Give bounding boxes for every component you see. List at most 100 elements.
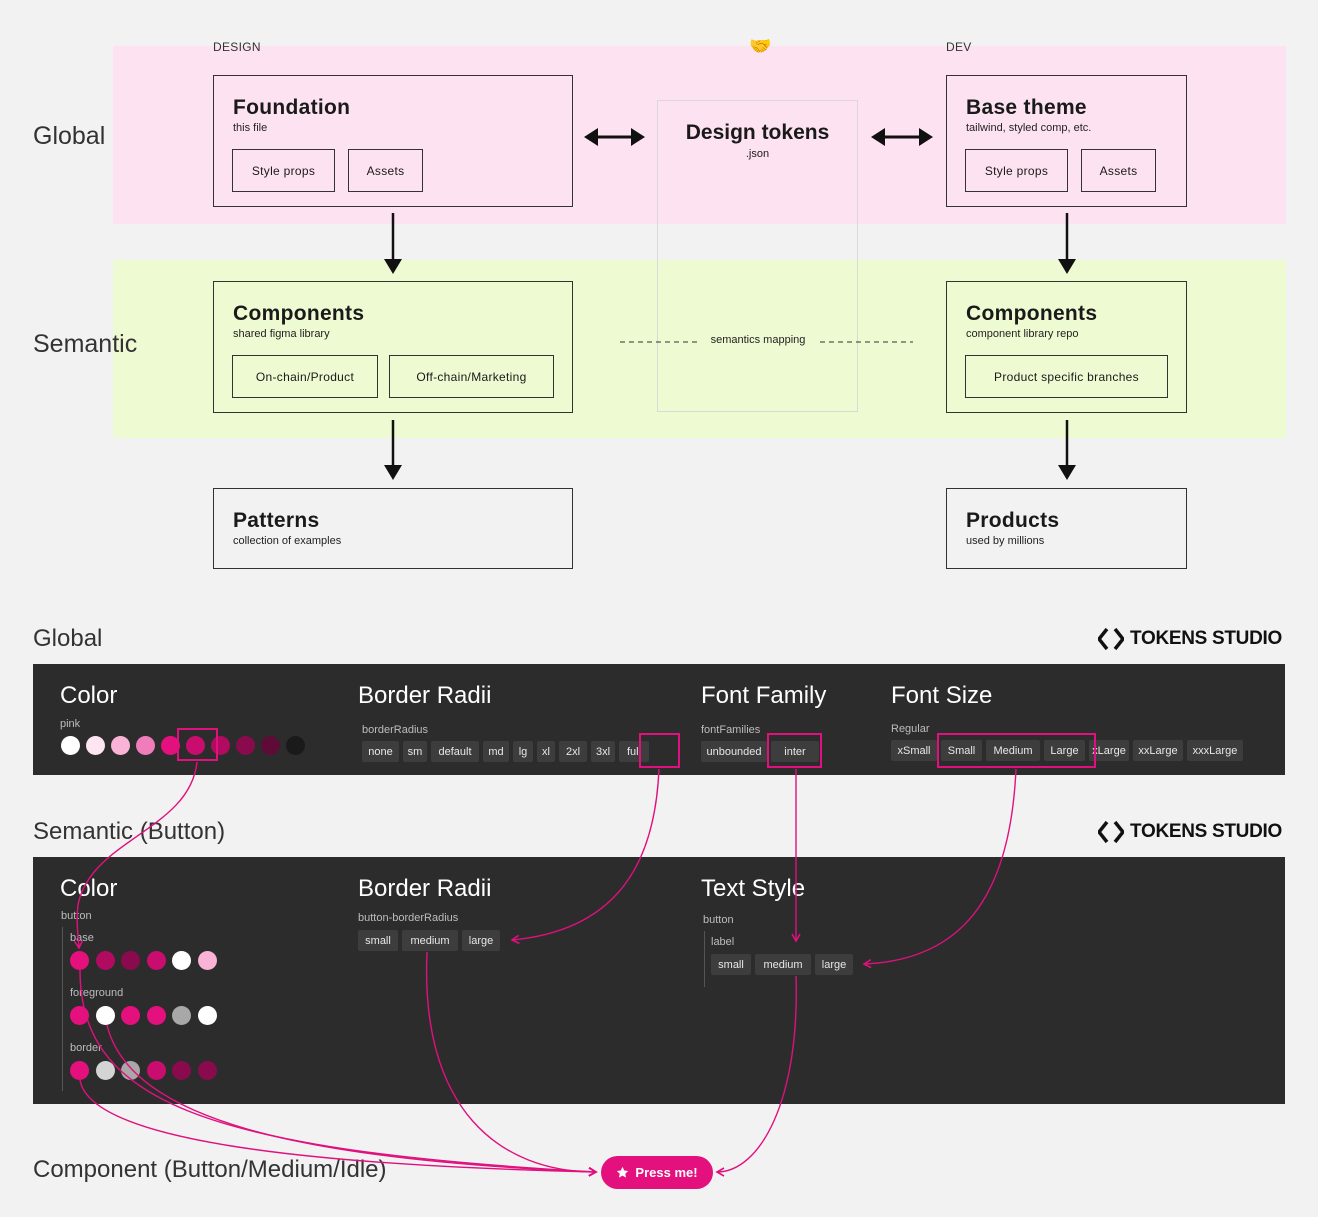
handshake-icon: 🤝 [749, 36, 772, 56]
press-me-label: Press me! [635, 1165, 698, 1180]
semantic-radius-token: small [358, 930, 398, 951]
global-color-swatch [186, 736, 205, 755]
global-font-family-title: Font Family [701, 682, 827, 709]
components-to-products-arrow [1058, 420, 1076, 480]
semantic-border-swatch [197, 1061, 217, 1080]
global-radius-token: full [619, 741, 649, 762]
global-font-size-title: Font Size [891, 682, 993, 709]
foundation-box: Foundation this file Style props Assets [213, 75, 573, 207]
global-radius-token: md [483, 741, 509, 762]
foundation-title: Foundation [233, 96, 351, 119]
semantic-border-swatch [95, 1061, 115, 1080]
semantic-text-style-token: small [711, 954, 751, 975]
semantic-radius-token: medium [402, 930, 458, 951]
semantic-base-swatch [95, 951, 115, 970]
semantic-text-style-token: medium [755, 954, 811, 975]
row-label-semantic: Semantic [33, 330, 138, 358]
semantic-base-swatch [197, 951, 217, 970]
global-color-swatch [211, 736, 230, 755]
global-font-size-token: xLarge [1089, 740, 1129, 761]
global-font-size-token: xxxLarge [1187, 740, 1243, 761]
global-font-size-group: Regular [891, 723, 930, 735]
semantic-text-style-group: button [703, 914, 734, 926]
semantics-mapping-label: semantics mapping [710, 334, 806, 346]
semantic-radii-title: Border Radii [358, 875, 492, 902]
products-subtitle: used by millions [966, 535, 1045, 547]
highlight-font-sizes [937, 733, 1096, 768]
global-color-swatch [236, 736, 255, 755]
arrow-fontsize-to-textstyle [862, 768, 1017, 969]
components-chip-off-chain: Off-chain/Marketing [389, 355, 554, 398]
global-radius-token: default [431, 741, 479, 762]
arrow-color-to-semantic [73, 761, 198, 950]
global-radius-token: xl [537, 741, 555, 762]
component-section-label: Component (Button/Medium/Idle) [33, 1156, 387, 1183]
color-tree-line [62, 927, 63, 1091]
global-color-swatch [61, 736, 80, 755]
press-me-button[interactable]: Press me! [601, 1156, 713, 1189]
diagram-arrows [384, 128, 1076, 480]
global-color-group: pink [60, 718, 81, 730]
semantic-section-label: Semantic (Button) [33, 818, 226, 845]
global-radius-token: sm [403, 741, 427, 762]
global-section-label: Global [33, 625, 103, 652]
global-radius-token: 2xl [559, 741, 587, 762]
global-radius-token: 3xl [591, 741, 615, 762]
semantic-base-swatch [172, 951, 191, 970]
semantic-border-swatch [172, 1061, 191, 1080]
components-dev-subtitle: component library repo [966, 328, 1079, 340]
global-color-swatch [136, 736, 155, 755]
base-theme-chip-assets: Assets [1081, 149, 1156, 192]
products-box: Products used by millions [946, 488, 1187, 569]
global-color-swatches [61, 736, 341, 756]
global-color-swatch [286, 736, 305, 755]
semantic-text-style-token: large [815, 954, 853, 975]
basetheme-to-components-arrow [1058, 213, 1076, 274]
design-tokens-subtitle: .json [745, 148, 770, 160]
patterns-subtitle: collection of examples [233, 535, 342, 547]
global-color-title: Color [60, 682, 118, 709]
semantic-foreground-swatch [146, 1006, 166, 1025]
global-radii-title: Border Radii [358, 682, 492, 709]
design-tokens-title: Design tokens [685, 121, 830, 144]
foundation-subtitle: this file [233, 122, 268, 134]
semantic-color-foreground-swatches [70, 1006, 230, 1026]
components-chip-on-chain: On-chain/Product [232, 355, 378, 398]
text-style-tree-line [704, 931, 705, 987]
global-color-swatch [261, 736, 280, 755]
semantic-base-swatch [121, 951, 140, 970]
foundation-chip-assets: Assets [348, 149, 423, 192]
semantic-text-style-title: Text Style [701, 875, 806, 902]
global-font-size-token: Large [1044, 740, 1085, 761]
global-color-swatch [161, 736, 180, 755]
foundation-tokens-arrow [584, 128, 645, 146]
global-font-family-token: unbounded [701, 741, 767, 762]
star-icon [617, 1166, 629, 1178]
arrow-radius-to-semantic [510, 768, 660, 945]
highlight-color-token [177, 728, 218, 761]
components-dev-title: Components [966, 302, 1098, 325]
semantic-text-style-subgroup: label [711, 936, 735, 948]
semantic-foreground-swatch [197, 1006, 217, 1025]
tokens-studio-brand-global: TOKENS STUDIO [1098, 627, 1282, 651]
foundation-chip-style-props: Style props [232, 149, 335, 192]
global-font-family-group: fontFamilies [701, 724, 761, 736]
arrow-textstyle-to-button [715, 975, 797, 1177]
global-font-size-token: xxLarge [1133, 740, 1183, 761]
semantic-color-group: button [61, 910, 92, 922]
base-theme-box: Base theme tailwind, styled comp, etc. S… [946, 75, 1187, 207]
products-title: Products [966, 509, 1060, 532]
arrow-base-to-button [79, 969, 598, 1177]
semantic-radius-token: large [462, 930, 500, 951]
global-font-family-token: inter [771, 741, 819, 762]
foundation-to-components-arrow [384, 213, 402, 274]
tokens-studio-logo-icon [1098, 627, 1124, 651]
semantic-color-border-label: border [70, 1042, 102, 1054]
semantic-base-swatch [70, 951, 89, 970]
